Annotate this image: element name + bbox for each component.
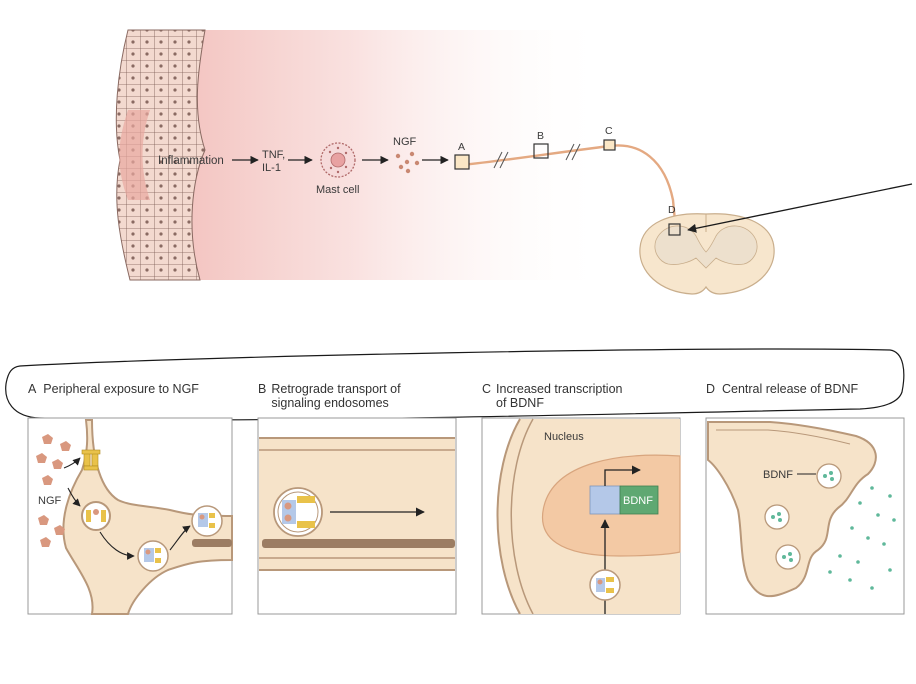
panel-d-title: Central release of BDNF bbox=[721, 382, 859, 396]
label-tnf: TNF, bbox=[262, 149, 285, 161]
label-mast-cell: Mast cell bbox=[316, 184, 359, 196]
label-point-b: B bbox=[537, 130, 544, 142]
label-point-c: C bbox=[605, 125, 613, 137]
panel-b-title: Retrograde transport of signaling endoso… bbox=[271, 382, 401, 410]
panel-c-title: Increased transcription of BDNF bbox=[496, 382, 623, 410]
mast-cell bbox=[320, 142, 356, 178]
panel-title-a: A Peripheral exposure to NGF bbox=[28, 382, 238, 396]
panel-d-illustration: BDNF bbox=[705, 417, 905, 615]
location-box-c bbox=[603, 139, 616, 151]
panel-d-bdnf-label: BDNF bbox=[763, 469, 793, 481]
axon-break-1 bbox=[493, 151, 509, 169]
spinal-cord bbox=[639, 213, 775, 295]
panel-b-illustration bbox=[257, 417, 457, 615]
panel-title-c: C Increased transcription of BDNF bbox=[482, 382, 682, 410]
panel-c-letter: C bbox=[482, 382, 492, 396]
panel-c-bdnf-gene-label: BDNF bbox=[623, 495, 653, 507]
panel-a-title: Peripheral exposure to NGF bbox=[43, 382, 199, 396]
top-figure: Inflammation TNF, IL-1 Mast cell NGF A B… bbox=[115, 29, 913, 295]
panel-a-letter: A bbox=[28, 382, 37, 396]
panel-a-illustration: NGF bbox=[27, 417, 233, 615]
ngf-particles bbox=[395, 151, 420, 174]
panel-title-b: B Retrograde transport of signaling endo… bbox=[258, 382, 468, 410]
skin-tissue bbox=[115, 29, 206, 281]
skin-inflamed-edge bbox=[119, 110, 150, 200]
location-box-d bbox=[668, 223, 681, 236]
panel-title-d: D Central release of BDNF bbox=[706, 382, 906, 396]
label-il1: IL-1 bbox=[262, 162, 281, 174]
panel-a-ngf-label: NGF bbox=[38, 495, 62, 507]
annotation-ellipse bbox=[5, 348, 905, 421]
panel-c-illustration: Nucleus BDNF bbox=[481, 417, 681, 615]
annotation-arrow bbox=[687, 183, 913, 233]
panel-c-nucleus-label: Nucleus bbox=[544, 431, 584, 443]
label-ngf-top: NGF bbox=[393, 136, 417, 148]
panel-d-letter: D bbox=[706, 382, 716, 396]
label-inflammation: Inflammation bbox=[158, 155, 224, 167]
location-box-a bbox=[454, 154, 470, 170]
label-point-d: D bbox=[668, 204, 676, 216]
location-box-b bbox=[533, 143, 549, 159]
panel-b-letter: B bbox=[258, 382, 267, 396]
inflammation-gradient bbox=[140, 30, 610, 280]
axon-break-2 bbox=[565, 143, 581, 161]
label-point-a: A bbox=[458, 141, 465, 153]
